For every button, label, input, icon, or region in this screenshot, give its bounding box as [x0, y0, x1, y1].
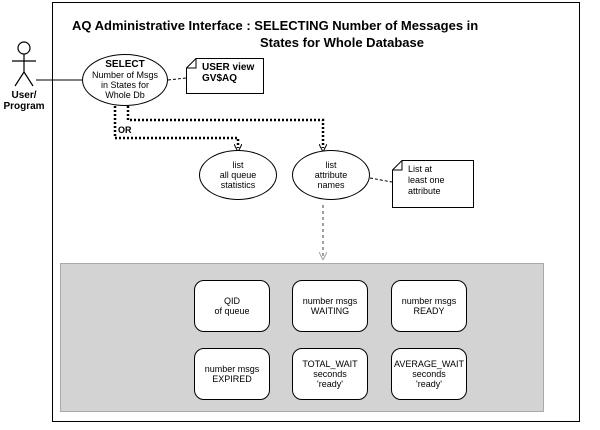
- diagram-title: AQ Administrative Interface : SELECTING …: [72, 17, 512, 51]
- attr-line: seconds: [412, 369, 446, 379]
- list-note-line-3: attribute: [408, 186, 441, 196]
- attr-line: QID: [223, 296, 240, 306]
- attr-waiting-box[interactable]: number msgs WAITING: [292, 280, 368, 332]
- list-note-line-1: List at: [408, 164, 433, 174]
- attr-line: TOTAL_WAIT: [302, 359, 358, 369]
- attr-ready-box[interactable]: number msgs READY: [391, 280, 467, 332]
- attr-qid-box[interactable]: QID of queue: [194, 280, 270, 332]
- list-queue-stats-oval[interactable]: list all queue statistics: [199, 150, 277, 200]
- list-attr-line-3: names: [317, 180, 345, 190]
- actor-label-line-2: Program: [3, 101, 45, 112]
- user-view-note: USER view GV$AQ: [186, 58, 264, 94]
- list-attr-line-1: list: [325, 160, 337, 170]
- attr-average-wait-box[interactable]: AVERAGE_WAIT seconds 'ready': [391, 348, 467, 400]
- select-oval-line-4: Whole Db: [105, 90, 145, 100]
- title-line-2: States for Whole Database: [260, 35, 424, 50]
- attr-line: seconds: [313, 369, 347, 379]
- list-stats-line-3: statistics: [220, 180, 256, 190]
- attr-line: WAITING: [310, 306, 350, 316]
- attr-line: 'ready': [317, 379, 343, 389]
- select-oval-line-3: in States for: [100, 80, 150, 90]
- attr-line: EXPIRED: [212, 374, 252, 384]
- select-oval-line-1: SELECT: [105, 59, 145, 70]
- attr-line: AVERAGE_WAIT: [393, 359, 464, 369]
- actor-label: User/ Program: [0, 90, 48, 112]
- list-attr-line-2: attribute: [314, 170, 348, 180]
- select-oval[interactable]: SELECT Number of Msgs in States for Whol…: [82, 54, 168, 106]
- list-stats-line-1: list: [232, 160, 244, 170]
- attr-line: number msgs: [401, 296, 457, 306]
- attr-line: READY: [413, 306, 445, 316]
- select-oval-line-2: Number of Msgs: [91, 70, 159, 80]
- or-label: OR: [118, 125, 132, 135]
- attr-line: of queue: [214, 306, 250, 316]
- list-note-line-2: least one: [408, 175, 445, 185]
- attr-expired-box[interactable]: number msgs EXPIRED: [194, 348, 270, 400]
- list-attribute-names-oval[interactable]: list attribute names: [292, 150, 370, 200]
- actor-label-line-1: User/: [11, 90, 37, 101]
- user-actor-icon: [12, 41, 36, 87]
- attr-line: number msgs: [302, 296, 358, 306]
- list-stats-line-2: all queue: [219, 170, 257, 180]
- note-shape-icon: [186, 58, 264, 94]
- note-shape-icon: [392, 160, 474, 208]
- attr-total-wait-box[interactable]: TOTAL_WAIT seconds 'ready': [292, 348, 368, 400]
- list-attribute-note: List at least one attribute: [392, 160, 474, 208]
- title-line-1: AQ Administrative Interface : SELECTING …: [72, 18, 479, 33]
- user-view-note-line-2: GV$AQ: [202, 73, 238, 84]
- attr-line: 'ready': [416, 379, 442, 389]
- user-view-note-line-1: USER view: [202, 62, 255, 73]
- diagram-frame: [52, 2, 580, 422]
- attr-line: number msgs: [204, 364, 260, 374]
